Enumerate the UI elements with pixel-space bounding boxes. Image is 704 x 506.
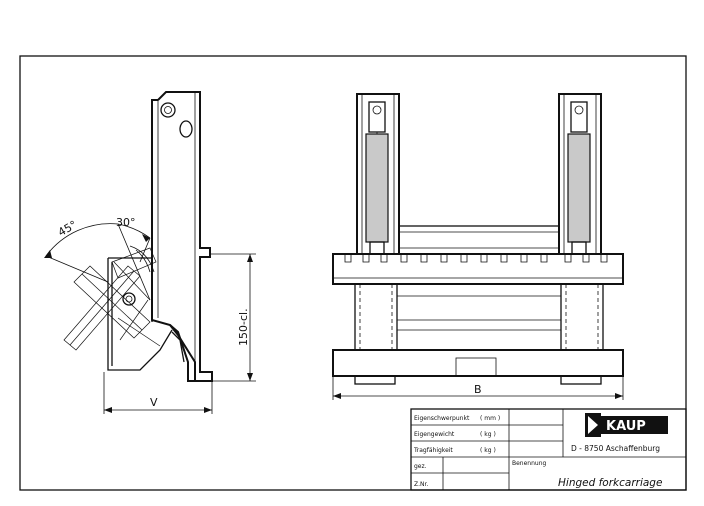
angle-30-label: 30° — [116, 216, 136, 229]
row-label-drawn: gez. — [414, 463, 427, 470]
fork-bar-notches — [344, 254, 608, 263]
name-field-label: Benennung — [512, 460, 547, 467]
height-dimension: 150-cl. — [210, 253, 256, 382]
b-label: B — [474, 383, 482, 396]
left-cylinder — [365, 133, 389, 243]
v-dimension: V — [103, 372, 213, 414]
b-dimension: B — [333, 383, 623, 399]
pivot-hole — [160, 102, 176, 118]
row-label-weight: Eigengewicht — [414, 431, 455, 438]
row-unit-mm: ( mm ) — [480, 415, 500, 422]
height-label: 150-cl. — [237, 308, 250, 346]
row-label-capacity: Tragfähigkeit — [413, 447, 453, 454]
logo-text: KAUP — [606, 419, 646, 434]
angle-45-label: 45° — [56, 218, 79, 239]
v-label: V — [150, 396, 158, 409]
row-label-center-of-gravity: Eigenschwerpunkt — [414, 415, 470, 422]
right-cylinder — [567, 133, 591, 243]
title-block: Eigenschwerpunkt ( mm ) Eigengewicht ( k… — [410, 408, 687, 491]
drawing-title: Hinged forkcarriage — [558, 477, 662, 489]
company-address: D - 8750 Aschaffenburg — [571, 444, 660, 453]
toothed-fork-bar — [332, 253, 624, 285]
slot-hole — [179, 120, 193, 138]
sheet-border — [19, 55, 687, 491]
row-label-drawing-no: Z.Nr. — [414, 481, 428, 488]
front-view — [332, 93, 624, 400]
side-view — [63, 91, 213, 382]
bottom-bar — [332, 349, 624, 377]
row-unit-kg-1: ( kg ) — [480, 431, 496, 438]
hinge-pin — [122, 292, 136, 306]
tilted-fork-outline — [63, 247, 161, 351]
kaup-logo: KAUP — [585, 413, 668, 437]
row-unit-kg-2: ( kg ) — [480, 447, 496, 454]
